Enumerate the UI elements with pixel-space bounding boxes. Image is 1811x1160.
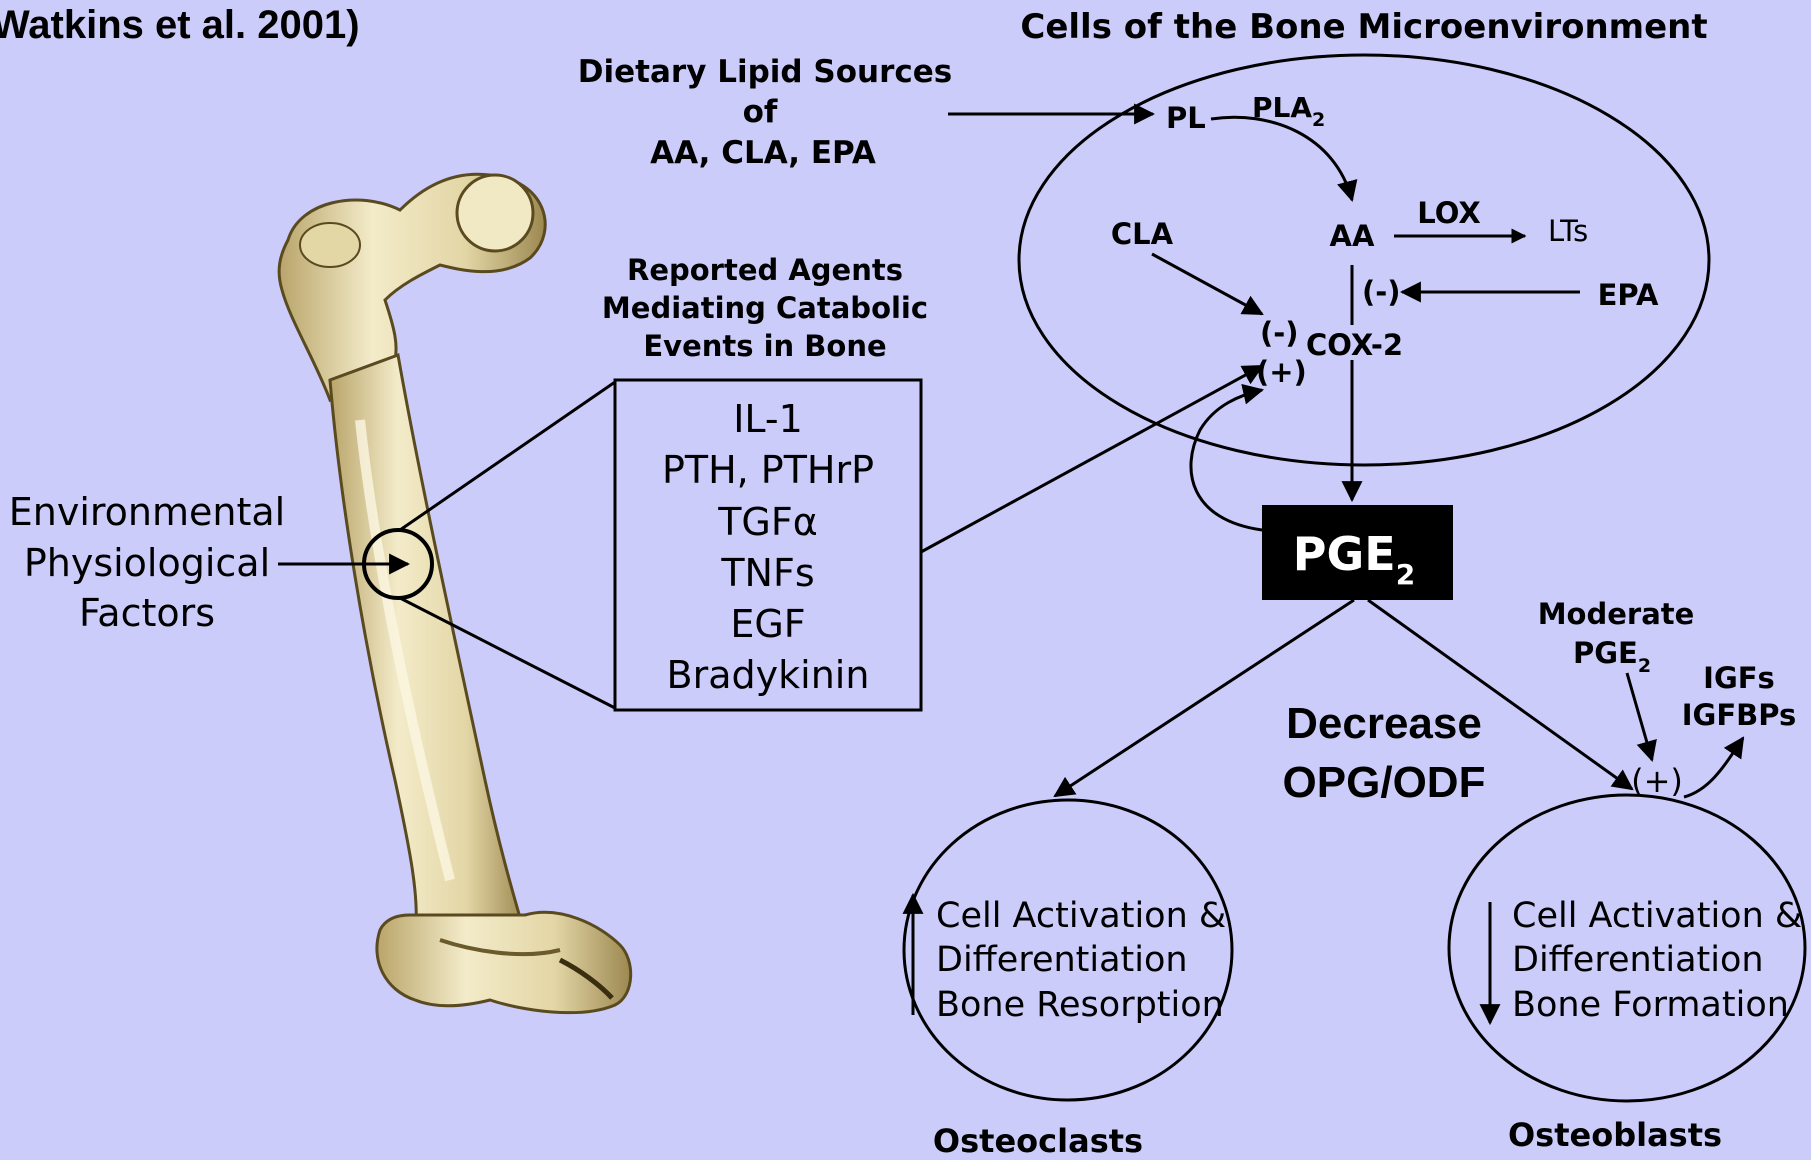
pl-to-aa-arrow [1211, 117, 1352, 200]
osteoclast-line2: Differentiation [936, 940, 1188, 980]
lox-label: LOX [1417, 196, 1480, 230]
svg-text:PGE2: PGE2 [1573, 636, 1651, 677]
osteoblast-caption: Osteoblasts [1508, 1116, 1722, 1154]
osteoclast-line1: Cell Activation & [936, 896, 1226, 936]
osteoblast-line3: Bone Formation [1512, 985, 1789, 1025]
cox2-stimulate-sign: (+) [1256, 355, 1307, 389]
igf-line2: IGFBPs [1682, 698, 1797, 732]
agent-item: TGFα [717, 500, 818, 544]
env-line3: Factors [79, 591, 215, 635]
moderate-line1: Moderate [1538, 597, 1695, 631]
cla-label: CLA [1111, 217, 1174, 251]
osteoclast-caption: Osteoclasts [933, 1122, 1143, 1156]
agent-item: Bradykinin [667, 653, 870, 697]
agents-heading-2: Mediating Catabolic [602, 291, 928, 325]
agent-item: PTH, PTHrP [662, 448, 874, 492]
microenvironment-ellipse [1019, 55, 1709, 465]
igf-line1: IGFs [1703, 661, 1775, 695]
svg-text:PLA2: PLA2 [1252, 91, 1325, 131]
decrease-line1: Decrease [1286, 699, 1482, 748]
agent-item: IL-1 [733, 397, 803, 441]
agent-item: EGF [730, 602, 805, 646]
moderate-to-osteoblast-arrow [1627, 673, 1652, 760]
femur-bone-illustration [279, 174, 631, 1012]
dietary-line1: Dietary Lipid Sources [578, 54, 952, 90]
pge2-feedback-arrow [1191, 390, 1262, 530]
microenvironment-title: Cells of the Bone Microenvironment [1020, 7, 1707, 47]
pla2-label: PLA2 [1252, 91, 1325, 131]
env-line2: Physiological [24, 541, 270, 585]
cla-to-cox2-arrow [1152, 254, 1262, 314]
env-line1: Environmental [9, 490, 285, 534]
lts-label: LTs [1548, 214, 1588, 248]
epa-label: EPA [1598, 278, 1659, 312]
osteoclast-line3: Bone Resorption [936, 985, 1224, 1025]
cla-inhibit-sign: (-) [1260, 316, 1299, 350]
agents-to-cox2-arrow [921, 366, 1262, 552]
agents-heading-1: Reported Agents [627, 253, 903, 287]
osteoblast-line1: Cell Activation & [1512, 896, 1802, 936]
osteoblast-to-igf-arrow [1684, 738, 1743, 797]
cox2-label: COX-2 [1306, 328, 1403, 362]
zoom-line-top [400, 382, 615, 530]
agents-heading-3: Events in Bone [643, 329, 886, 363]
aa-label: AA [1330, 219, 1375, 253]
osteoblast-line2: Differentiation [1512, 940, 1764, 980]
dietary-line2: of [743, 94, 778, 130]
agent-item: TNFs [720, 551, 814, 595]
citation-text: Watkins et al. 2001) [0, 3, 360, 47]
epa-inhibit-sign: (-) [1362, 275, 1401, 309]
decrease-line2: OPG/ODF [1283, 758, 1486, 807]
dietary-line3: AA, CLA, EPA [650, 135, 876, 171]
pl-label: PL [1166, 101, 1206, 135]
moderate-line2: PGE2 [1573, 636, 1651, 677]
